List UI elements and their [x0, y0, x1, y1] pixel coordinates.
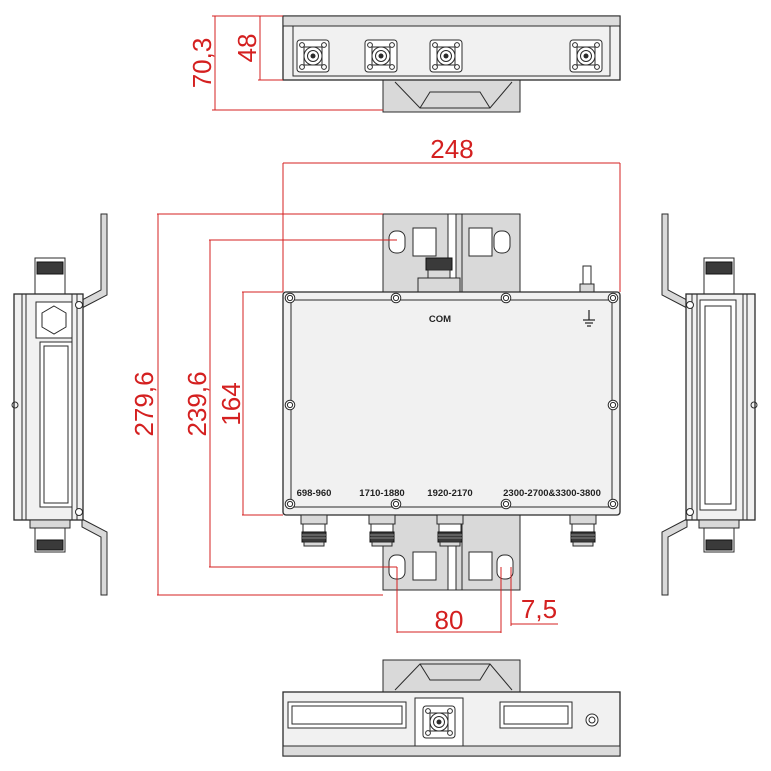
- port-connector-1: [300, 514, 328, 547]
- front-view: COM 698-960 1710-1880 1920-2170 2300-270…: [282, 213, 621, 591]
- overall-length-dimension: 279,6: [129, 371, 159, 436]
- mount-slot: [493, 230, 511, 254]
- bottom-view-com-connector: [422, 705, 456, 739]
- top-view-connector-3: [429, 39, 463, 73]
- front-view-dimensions: 248 279,6 239,6 164 80 7,5: [129, 134, 621, 635]
- port-connector-4: [569, 514, 597, 547]
- port-connector-3: [436, 514, 464, 547]
- top-view-connector-2: [364, 39, 398, 73]
- slot-width-dimension: 7,5: [521, 594, 557, 624]
- left-side-view: [11, 213, 108, 596]
- bottom-view: [282, 659, 621, 757]
- ground-stud: [579, 265, 595, 293]
- com-connector: [417, 257, 461, 293]
- body-height-dimension: 48: [232, 34, 262, 63]
- body-length-dimension: 164: [216, 382, 246, 425]
- ground-icon: [583, 310, 595, 327]
- right-side-view: [661, 213, 758, 596]
- total-height-dimension: 70,3: [187, 38, 217, 89]
- top-view-dimensions: 70,3 48: [187, 15, 383, 111]
- port-label-3: 1920-2170: [427, 488, 472, 499]
- front-view-body: [282, 291, 621, 516]
- port-label-1: 698-960: [297, 488, 332, 499]
- top-view-connector-4: [569, 39, 603, 73]
- port-label-2: 1710-1880: [359, 488, 404, 499]
- top-view-bracket: [382, 79, 521, 113]
- overall-width-dimension: 248: [430, 134, 473, 164]
- mount-slot: [388, 230, 406, 254]
- hole-spacing-dimension: 80: [435, 605, 464, 635]
- port-connector-2: [368, 514, 396, 547]
- mount-hole-pitch-dimension: 239,6: [182, 371, 212, 436]
- bottom-view-bracket: [382, 659, 521, 693]
- top-view: [282, 15, 621, 113]
- port-label-4: 2300-2700&3300-3800: [503, 488, 601, 499]
- top-view-connector-1: [296, 39, 330, 73]
- com-port-label: COM: [429, 314, 451, 325]
